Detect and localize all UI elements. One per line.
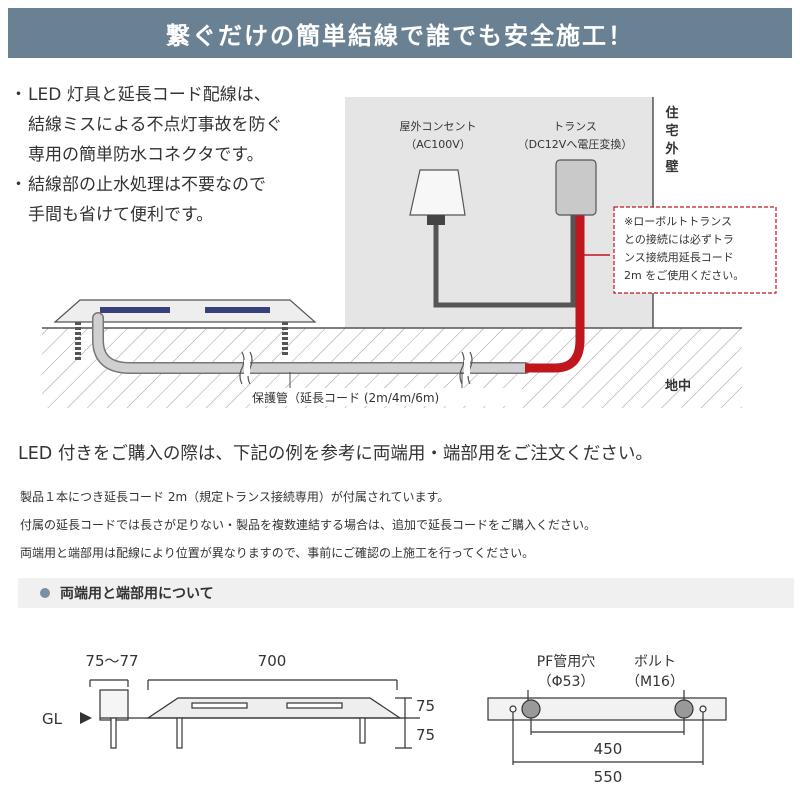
svg-text:宅: 宅 (665, 123, 678, 139)
bullet-2-line-2: 手間も省けて便利です。 (28, 205, 214, 225)
circle-bullet-icon (40, 588, 50, 598)
bolt-hole-left (509, 705, 517, 713)
outlet-plug (427, 215, 445, 225)
outlet-label: 屋外コンセント (400, 120, 477, 133)
svg-text:住: 住 (665, 105, 678, 121)
fixture-elevation (146, 697, 402, 719)
svg-text:2m をご使用ください。: 2m をご使用ください。 (624, 268, 744, 282)
note-2: 付属の延長コードでは長さが足りない・製品を複数連結する場合は、追加で延長コードを… (20, 518, 597, 532)
callout-box (613, 206, 777, 294)
fixture-top-view (487, 697, 727, 721)
pipe-label: 保護管（延長コード (2m/4m/6m) (252, 390, 439, 405)
bolt-label: ボルト (634, 654, 676, 670)
bullet-1: ・LED 灯具と延長コード配線は、 結線ミスによる不点灯事故を防ぐ 専用の簡単防… (10, 80, 283, 170)
pf-hole-left (521, 699, 541, 719)
gl-label: GL (42, 710, 63, 728)
bullet-2: ・結線部の止水処理は不要なので 手間も省けて便利です。 (10, 170, 283, 230)
house-wall (345, 97, 653, 328)
transformer (555, 159, 597, 216)
bullet-1-line-1: LED 灯具と延長コード配線は、 (28, 85, 271, 105)
dim-450: 450 (594, 740, 623, 758)
callout-text: ※ローボルトトランス との接続には必ずトラ ンス接続用延長コード 2m をご使用… (624, 215, 744, 282)
svg-text:壁: 壁 (665, 159, 678, 175)
svg-text:ンス接続用延長コード: ンス接続用延長コード (624, 250, 734, 264)
underground-label: 地中 (665, 378, 691, 394)
gl-arrow-icon (80, 712, 92, 724)
led-light-left (100, 307, 170, 313)
led-light-right (205, 307, 270, 313)
section-title: 両端用と端部用について (60, 586, 214, 602)
note-3: 両端用と端部用は配線により位置が異なりますので、事前にご確認の上施工を行ってくだ… (20, 546, 535, 560)
dim-75-top: 75 (416, 697, 435, 715)
led-fixture (53, 299, 317, 323)
order-instruction: LED 付きをご購入の際は、下記の例を参考に両端用・端部用をご注文ください。 (18, 444, 653, 464)
bolt-hole-right (699, 705, 707, 713)
svg-text:※ローボルトトランス: ※ローボルトトランス (624, 215, 732, 228)
dim-550: 550 (594, 768, 623, 786)
dim-75-77: 75〜77 (85, 652, 138, 670)
wall-label: 住 宅 外 壁 (664, 105, 678, 175)
feature-list: ・LED 灯具と延長コード配線は、 結線ミスによる不点灯事故を防ぐ 専用の簡単防… (10, 80, 283, 230)
dimension-drawings: GL 75〜77 700 75 75 PF管用穴 （Φ53） ボルト （M16）… (42, 652, 727, 786)
transformer-sublabel: （DC12Vへ電圧変換） (518, 137, 633, 151)
bullet-1-line-3: 専用の簡単防水コネクタです。 (28, 145, 264, 165)
protective-pipe (93, 313, 530, 373)
title-banner: 繋ぐだけの簡単結線で誰でも安全施工！ (8, 8, 792, 58)
svg-text:外: 外 (664, 141, 678, 157)
bullet-2-line-1: 結線部の止水処理は不要なので (28, 175, 266, 195)
outdoor-outlet (409, 169, 466, 216)
dim-75-bottom: 75 (416, 726, 435, 744)
bullet-1-line-2: 結線ミスによる不点灯事故を防ぐ (28, 115, 283, 135)
pf-hole-sublabel: （Φ53） (538, 674, 595, 690)
transformer-label: トランス (553, 120, 597, 133)
note-1: 製品１本につき延長コード 2m（規定トランス接続専用）が付属されています。 (20, 490, 450, 504)
outlet-sublabel: （AC100V） (405, 138, 471, 151)
power-cable (433, 215, 576, 308)
installation-diagram: 屋外コンセント （AC100V） トランス （DC12Vへ電圧変換） 住 宅 外… (42, 97, 777, 408)
svg-text:との接続には必ずトラ: との接続には必ずトラ (624, 232, 734, 246)
section-header: 両端用と端部用について (18, 578, 794, 608)
extension-cord-red (525, 215, 585, 373)
bolt-sublabel: （M16） (626, 674, 684, 690)
pf-hole-right (674, 699, 694, 719)
pf-hole-label: PF管用穴 (537, 654, 596, 670)
end-cap-block (99, 689, 129, 721)
dim-700: 700 (258, 652, 287, 670)
